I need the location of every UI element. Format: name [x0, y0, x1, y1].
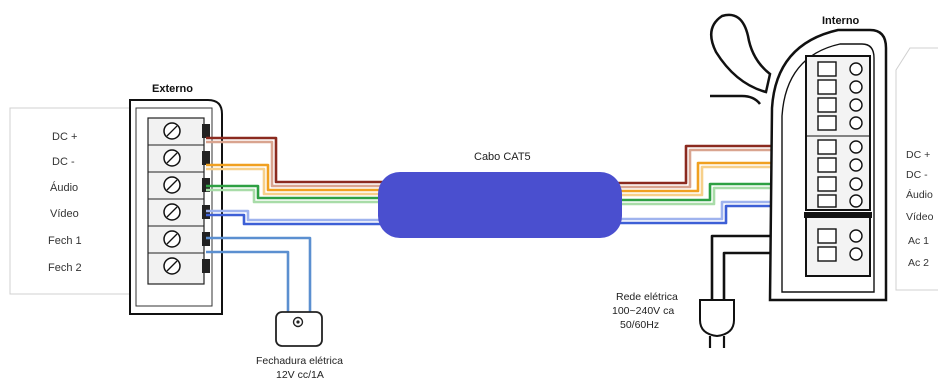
wire-blue-light [206, 209, 390, 222]
mains-label-line1: Rede elétrica [616, 291, 678, 303]
ext-term-fech1: Fech 1 [48, 235, 82, 247]
ext-term-dc-minus: DC - [52, 156, 75, 168]
int-term-audio: Áudio [906, 188, 933, 201]
ext-term-audio: Áudio [50, 181, 78, 194]
lock-label-line1: Fechadura elétrica [256, 355, 343, 367]
wire-brown [206, 136, 390, 184]
left-wires [206, 136, 390, 318]
electric-lock: Fechadura elétrica 12V cc/1A [256, 311, 343, 381]
power-plug: Rede elétrica 100~240V ca 50/60Hz [612, 291, 735, 348]
mains-label-line2: 100~240V ca [612, 305, 674, 317]
wire-lock-2 [206, 250, 290, 318]
internal-terminal-label-box [895, 47, 938, 291]
wire-brown [600, 144, 822, 185]
wire-lock-1 [206, 236, 312, 318]
int-term-ac1: Ac 1 [908, 235, 929, 247]
wire-orange [600, 161, 822, 193]
lock-label-line2: 12V cc/1A [276, 369, 324, 381]
int-term-dc-plus: DC + [906, 149, 930, 161]
int-term-video: Vídeo [906, 211, 934, 223]
internal-unit: Interno [709, 13, 888, 302]
cable-label: Cabo CAT5 [474, 151, 531, 163]
wire-brown-light [206, 140, 390, 188]
wire-green-light [206, 188, 390, 204]
internal-unit-title: Interno [822, 15, 860, 27]
right-wires [600, 144, 822, 300]
wire-orange-light [206, 167, 390, 196]
int-term-dc-minus: DC - [906, 169, 928, 181]
wire-green [600, 182, 822, 202]
mains-label-line3: 50/60Hz [620, 319, 659, 331]
wire-blue [206, 213, 390, 226]
int-term-ac2: Ac 2 [908, 257, 929, 269]
ext-term-dc-plus: DC + [52, 131, 77, 143]
ext-term-fech2: Fech 2 [48, 262, 82, 274]
wire-brown-light [600, 148, 822, 189]
wire-green [206, 184, 390, 200]
external-terminal-label-box [9, 107, 136, 295]
cat5-cable: Cabo CAT5 [378, 151, 622, 238]
external-unit: Externo [129, 83, 223, 315]
wire-orange [206, 163, 390, 192]
wire-orange-light [600, 165, 822, 197]
external-unit-title: Externo [152, 83, 193, 95]
handset-outline [709, 13, 772, 94]
wire-green-light [600, 186, 822, 206]
ext-term-video: Vídeo [50, 208, 79, 220]
